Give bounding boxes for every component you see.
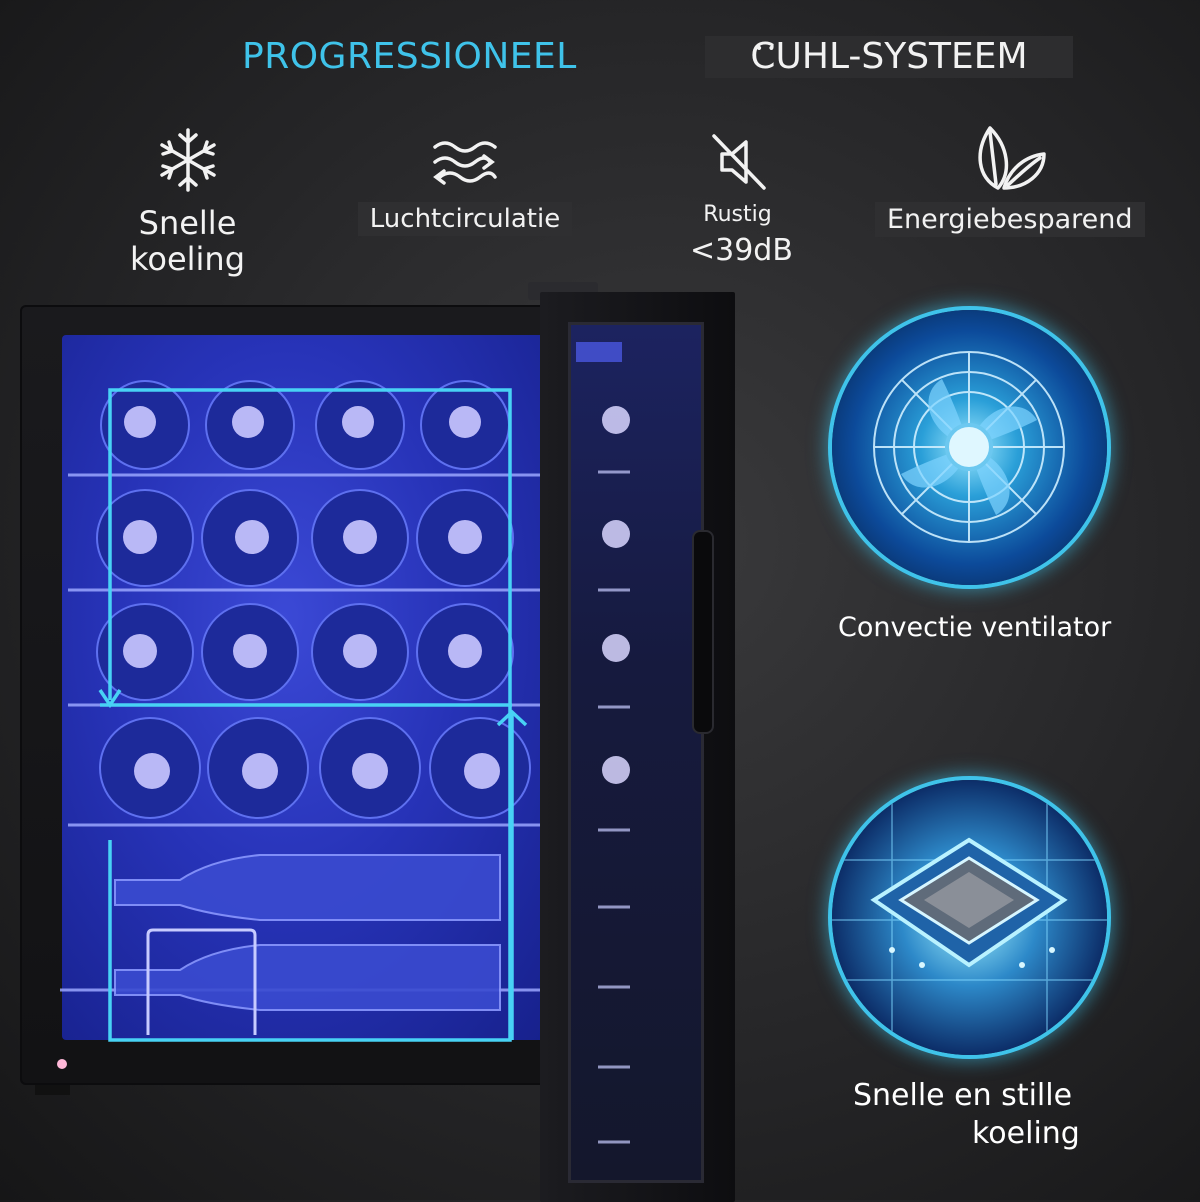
fan-caption: Convectie ventilator [838, 612, 1112, 643]
fan-icon [873, 351, 1065, 543]
bottle-stand-wire [146, 928, 257, 1035]
snowflake-icon [159, 128, 216, 192]
fridge-foot [35, 1085, 70, 1095]
headline-right: •• CUHL-SYSTEEM [705, 36, 1073, 78]
bottle-rack [96, 380, 531, 819]
brand-dots: •• [755, 41, 780, 57]
airflow-arrows [98, 388, 528, 1042]
chip-caption-line1: Snelle en stille [853, 1078, 1073, 1113]
chip-image [832, 780, 1107, 1055]
feature-quiet: Rustig <39dB [690, 130, 793, 268]
door-glass-panel [568, 322, 704, 1183]
feature-quiet-line1: Rustig [703, 202, 772, 227]
leaf-icon [977, 126, 1046, 190]
headline-left: PROGRESSIONEEL [242, 36, 577, 77]
air-flow-icon [433, 141, 497, 185]
fan-image [832, 310, 1107, 585]
headline-right-text: CUHL-SYSTEEM [750, 36, 1028, 77]
power-led [57, 1059, 67, 1069]
feature-quick-cooling-line2: koeling [129, 240, 246, 278]
feature-quiet-line2: <39dB [690, 233, 793, 268]
feature-quick-cooling: Snelle koeling [110, 125, 265, 277]
feature-air-circulation: Luchtcirculatie [350, 135, 580, 236]
feature-energy-saving: Energiebesparend [875, 122, 1145, 237]
door-reflection [576, 342, 630, 1144]
chip-icon [832, 780, 1107, 1055]
chip-caption-line2: koeling [972, 1116, 1080, 1151]
feature-energy-saving-label: Energiebesparend [875, 202, 1145, 237]
feature-air-circulation-label: Luchtcirculatie [357, 202, 573, 236]
lying-bottles [114, 854, 501, 1011]
feature-quick-cooling-line1: Snelle [138, 204, 237, 242]
door-handle[interactable] [694, 532, 712, 732]
mute-icon [711, 134, 766, 190]
